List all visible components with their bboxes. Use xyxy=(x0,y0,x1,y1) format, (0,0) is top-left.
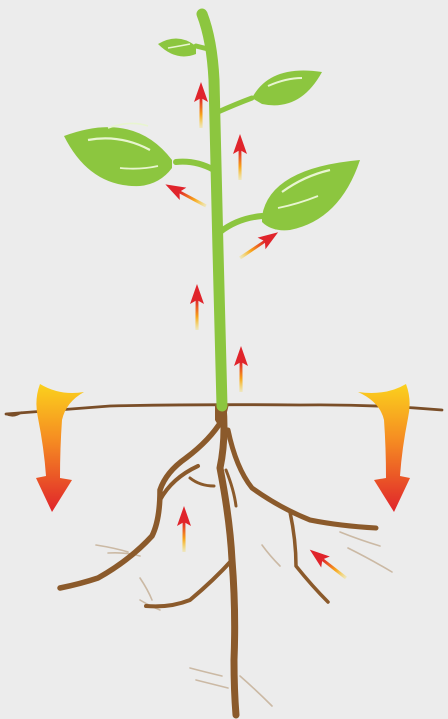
upward-arrow-2 xyxy=(233,134,247,180)
upward-arrow-5 xyxy=(190,284,204,330)
root-left-main xyxy=(60,420,222,588)
petiole-mid-left xyxy=(176,162,214,170)
upward-arrow-7 xyxy=(177,506,191,552)
upward-arrow-4 xyxy=(236,226,282,263)
upward-arrow-3 xyxy=(162,178,209,212)
leaf-top-small xyxy=(158,38,196,56)
roots xyxy=(60,405,376,715)
root-hairs xyxy=(96,532,392,706)
root-left-lower xyxy=(146,560,232,606)
stem xyxy=(176,14,262,406)
leaf-large-left xyxy=(64,123,172,186)
root-right-main xyxy=(228,430,376,528)
upward-arrow-1 xyxy=(194,82,208,128)
petiole-lower-right xyxy=(220,216,262,232)
curved-arrow-left xyxy=(36,384,84,512)
petiole-upper-right xyxy=(218,98,252,112)
upward-arrows xyxy=(162,82,350,584)
leaf-large-right xyxy=(262,160,360,230)
leaf-upper-right xyxy=(252,70,322,105)
upward-arrow-6 xyxy=(234,346,248,392)
upward-arrow-8 xyxy=(305,544,350,583)
curved-arrow-right xyxy=(358,384,410,512)
